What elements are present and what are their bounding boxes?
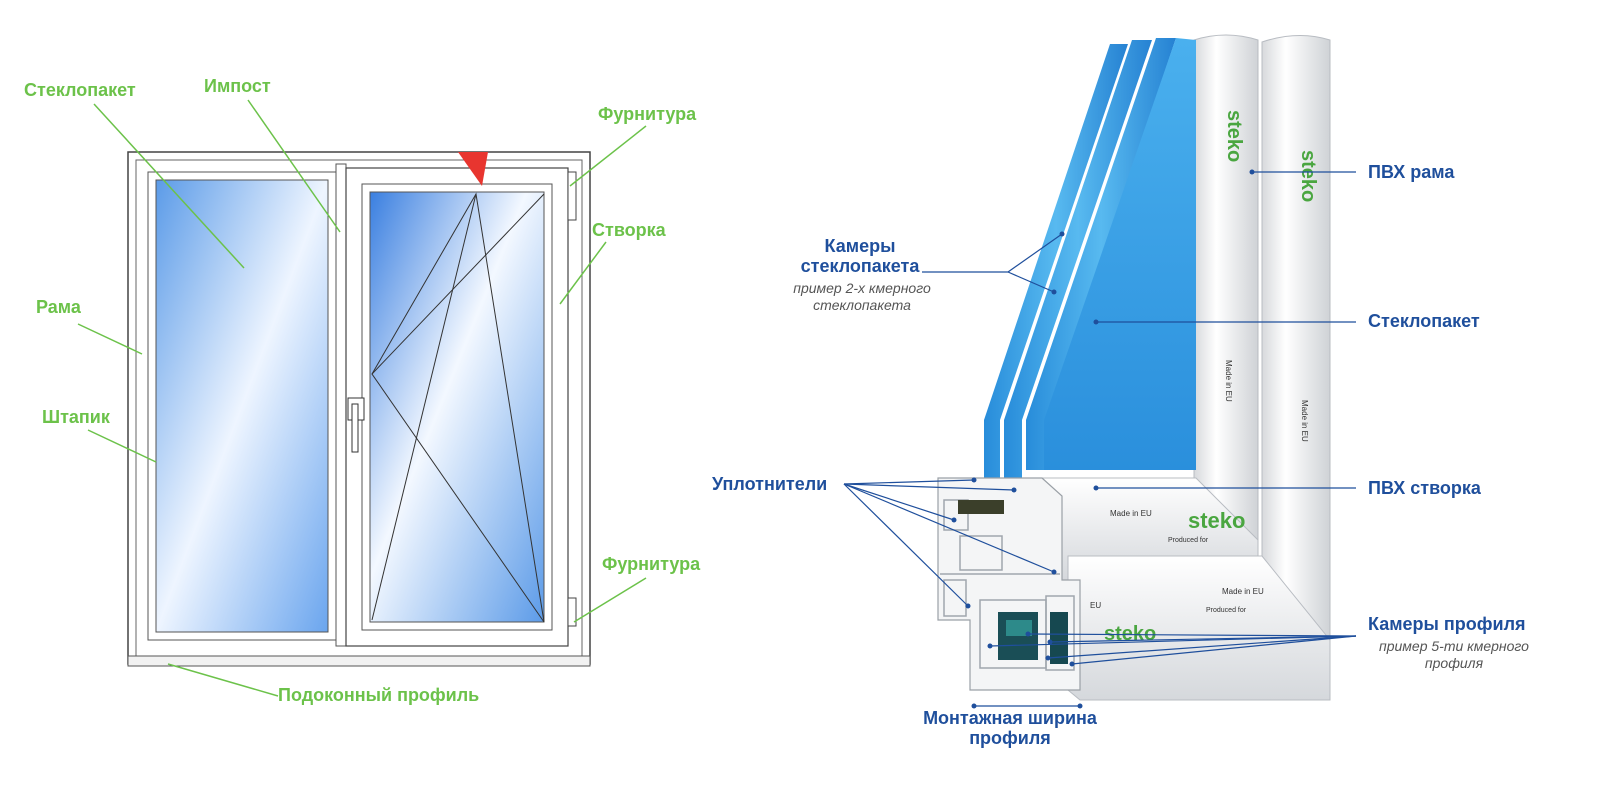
glass-pane-1 <box>984 44 1128 508</box>
note-glass-chambers-line2: стеклопакета <box>813 297 911 313</box>
brand-logo-frame-vertical: steko <box>1297 150 1319 202</box>
label-glass-chambers: Камеры стеклопакета <box>790 236 930 276</box>
label-pvc-sash: ПВХ створка <box>1368 478 1481 498</box>
label-pvc-frame: ПВХ рама <box>1368 162 1455 182</box>
chamber-dark-block-2 <box>1050 612 1068 664</box>
right-leader-lines <box>843 171 1357 707</box>
brand-logo-sash-vertical: steko <box>1223 110 1245 162</box>
chamber-highlight <box>1006 620 1032 636</box>
label-mullion: Импост <box>204 76 271 96</box>
note-profile-chambers-line1: пример 5-ти кмерного <box>1379 638 1529 654</box>
leader-dots <box>951 169 1255 709</box>
glass-pane-3 <box>1026 38 1176 470</box>
profile-cross-section: steko Made in EU Produced for steko Made… <box>843 34 1357 709</box>
sill-profile <box>127 655 591 667</box>
window-drawing <box>77 99 647 697</box>
label-frame: Рама <box>36 297 81 317</box>
fixed-pane-glass <box>155 179 329 633</box>
produced-for-sash: Produced for <box>1168 537 1209 544</box>
label-glass-chambers-line1: Камеры <box>824 236 896 256</box>
label-glass-unit-right: Стеклопакет <box>1368 311 1480 331</box>
label-hardware-top: Фурнитура <box>598 104 697 124</box>
label-glass-unit: Стеклопакет <box>24 80 136 100</box>
made-in-text-sash: Made in EU <box>1110 509 1152 518</box>
hinge-bottom-icon <box>567 597 577 627</box>
note-profile-chambers: пример 5-ти кмерного профиля <box>1366 638 1542 672</box>
made-in-vertical-sash: Made in EU <box>1224 360 1233 402</box>
label-mount-width: Монтажная ширина профиля <box>916 708 1104 748</box>
note-glass-chambers-line1: пример 2-х кмерного <box>793 280 931 296</box>
label-hardware-bottom: Фурнитура <box>602 554 701 574</box>
eu-text: EU <box>1090 601 1101 610</box>
label-seals: Уплотнители <box>712 474 828 494</box>
brand-logo-sash: steko <box>1188 508 1245 533</box>
note-glass-chambers: пример 2-х кмерного стеклопакета <box>782 280 942 314</box>
profile-print: steko Made in EU Produced for steko Made… <box>1090 110 1319 645</box>
note-profile-chambers-line2: профиля <box>1424 655 1484 671</box>
glass-pane-2 <box>1004 40 1152 508</box>
label-mount-width-line2: профиля <box>969 728 1051 748</box>
produced-for-frame: Produced for <box>1206 607 1247 614</box>
label-sill-profile: Подоконный профиль <box>278 685 480 705</box>
pvc-frame-vertical <box>1261 34 1331 655</box>
pvc-sash-vertical <box>1193 34 1259 622</box>
glass-unit-surface <box>1044 38 1196 470</box>
label-glass-chambers-line2: стеклопакета <box>800 256 920 276</box>
seal-block-top <box>958 500 1004 514</box>
made-in-vertical-frame: Made in EU <box>1300 400 1309 442</box>
handle-lever <box>351 403 359 453</box>
profile-section-face <box>937 477 1081 691</box>
turn-opening-lines <box>371 193 545 623</box>
opening-line-extra <box>371 193 477 621</box>
sash-glass <box>369 191 545 623</box>
label-profile-chambers: Камеры профиля <box>1368 614 1526 634</box>
label-sash: Створка <box>592 220 666 240</box>
red-triangle-icon <box>458 152 488 186</box>
label-mount-width-line1: Монтажная ширина <box>923 708 1097 728</box>
label-bead: Штапик <box>42 407 110 427</box>
brand-logo-frame: steko <box>1104 623 1156 645</box>
left-leader-lines <box>77 99 647 697</box>
mullion <box>335 163 347 647</box>
hinge-top-icon <box>567 171 577 221</box>
made-in-text-frame: Made in EU <box>1222 587 1264 596</box>
